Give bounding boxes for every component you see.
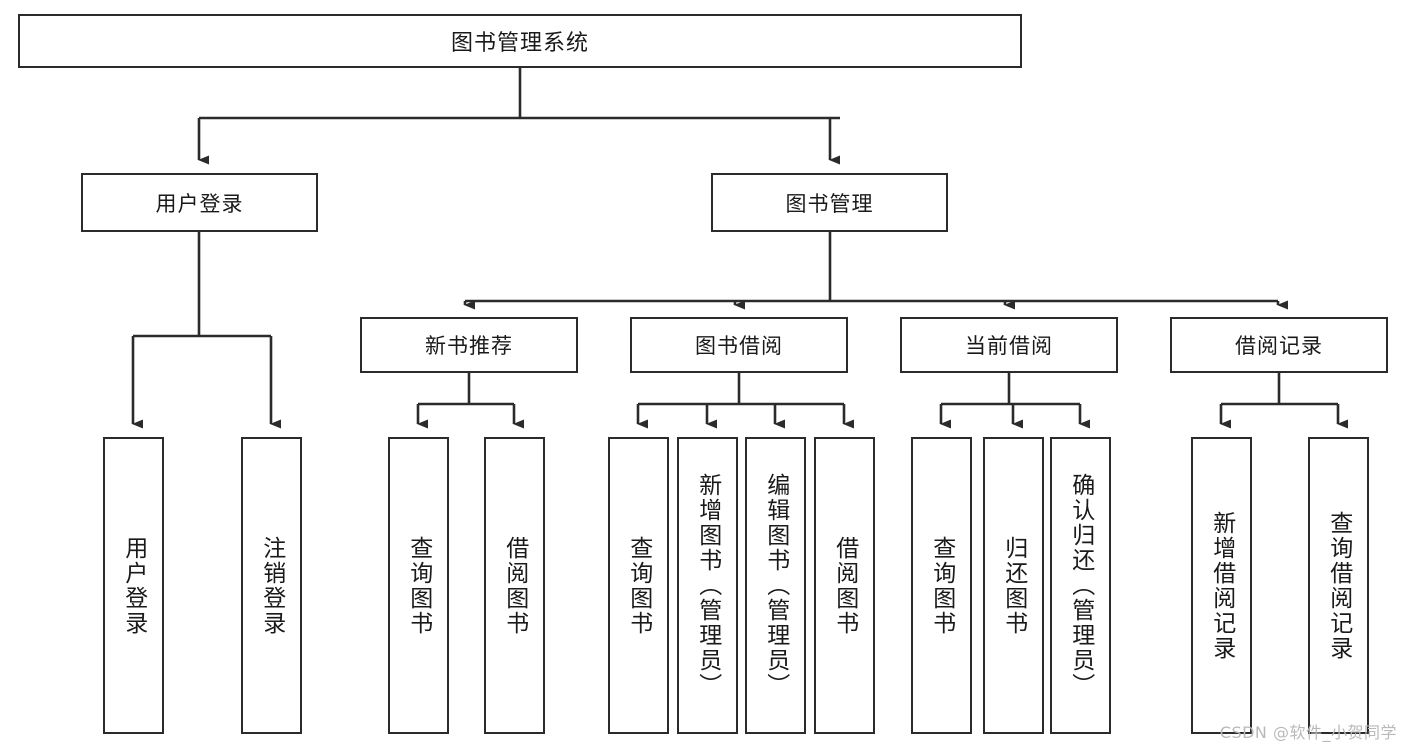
node-leaf-query-book-3-label: 查询图书 [928,535,955,636]
node-new-book-recommend-label: 新书推荐 [425,334,513,358]
node-leaf-borrow-book-2-label: 借阅图书 [831,535,858,636]
node-borrow-record[interactable]: 借阅记录 [1170,317,1388,373]
node-book-manage-label: 图书管理 [785,191,874,216]
node-user-login-label: 用户登录 [155,191,244,216]
node-leaf-edit-book[interactable]: 编辑图书（管理员） [745,437,806,734]
node-book-manage[interactable]: 图书管理 [711,173,948,232]
node-leaf-add-book-label: 新增图书（管理员） [694,473,721,698]
node-leaf-borrow-book-2[interactable]: 借阅图书 [814,437,875,734]
node-leaf-return-book-label: 归还图书 [1000,535,1027,636]
node-leaf-confirm-return[interactable]: 确认归还（管理员） [1050,437,1111,734]
node-leaf-user-login[interactable]: 用户登录 [103,437,164,734]
node-borrow-record-label: 借阅记录 [1235,334,1323,358]
node-leaf-add-record[interactable]: 新增借阅记录 [1191,437,1252,734]
node-leaf-borrow-book-1[interactable]: 借阅图书 [484,437,545,734]
node-book-borrow-label: 图书借阅 [695,334,783,358]
node-leaf-query-book-2-label: 查询图书 [625,535,652,636]
node-current-borrow-label: 当前借阅 [965,334,1053,358]
node-leaf-query-record-label: 查询借阅记录 [1325,510,1352,661]
node-root-label: 图书管理系统 [450,31,589,56]
node-leaf-query-book-1[interactable]: 查询图书 [388,437,449,734]
watermark: CSDN @软件_小贺同学 [1219,723,1397,742]
node-leaf-confirm-return-label: 确认归还（管理员） [1067,473,1094,698]
node-leaf-query-book-1-label: 查询图书 [405,535,432,636]
node-current-borrow[interactable]: 当前借阅 [900,317,1118,373]
node-leaf-user-logout-label: 注销登录 [258,535,285,636]
node-leaf-add-record-label: 新增借阅记录 [1208,510,1235,661]
node-new-book-recommend[interactable]: 新书推荐 [360,317,578,373]
node-leaf-user-login-label: 用户登录 [120,535,147,636]
node-leaf-user-logout[interactable]: 注销登录 [241,437,302,734]
node-leaf-query-book-3[interactable]: 查询图书 [911,437,972,734]
node-leaf-add-book[interactable]: 新增图书（管理员） [677,437,738,734]
node-root[interactable]: 图书管理系统 [18,14,1022,68]
node-user-login[interactable]: 用户登录 [81,173,318,232]
node-leaf-query-book-2[interactable]: 查询图书 [608,437,669,734]
node-leaf-edit-book-label: 编辑图书（管理员） [762,473,789,698]
node-leaf-return-book[interactable]: 归还图书 [983,437,1044,734]
node-leaf-query-record[interactable]: 查询借阅记录 [1308,437,1369,734]
node-leaf-borrow-book-1-label: 借阅图书 [501,535,528,636]
node-book-borrow[interactable]: 图书借阅 [630,317,848,373]
